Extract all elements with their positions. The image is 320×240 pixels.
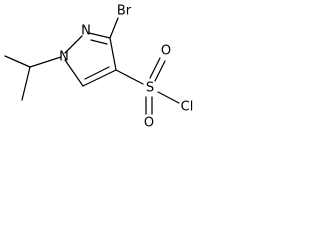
bond-n1-n2 bbox=[64, 35, 83, 54]
bond-c4-s bbox=[115, 69, 144, 85]
atom-label-cl: Cl bbox=[181, 100, 194, 115]
bond-lines bbox=[4, 17, 180, 115]
bond-c4-c5-second bbox=[84, 66, 110, 80]
atom-label-br: Br bbox=[117, 4, 132, 19]
bond-ch-ch3-down bbox=[21, 66, 31, 101]
bond-c3-br bbox=[109, 17, 119, 39]
bond-s-o-top bbox=[149, 57, 161, 79]
bond-n2-c3-second bbox=[90, 39, 108, 45]
chemical-structure-diagram: Br N N S O O Cl bbox=[4, 4, 193, 131]
bond-c5-n1 bbox=[64, 59, 84, 87]
atom-label-o-bottom: O bbox=[144, 116, 154, 131]
atom-label-n-ring-2: N bbox=[81, 24, 91, 39]
bond-n2-c3 bbox=[88, 32, 111, 39]
atom-label-o-top: O bbox=[161, 44, 171, 59]
atom-label-n-ring-1: N bbox=[59, 50, 69, 65]
bond-s-o-top-second bbox=[154, 60, 166, 82]
bond-ch-ch3-left bbox=[4, 55, 31, 68]
atom-label-s: S bbox=[146, 81, 154, 96]
bond-s-cl bbox=[157, 91, 180, 104]
bond-n1-ch bbox=[29, 56, 62, 68]
bond-c4-c5 bbox=[82, 69, 117, 87]
atom-labels: Br N N S O O Cl bbox=[59, 4, 193, 131]
bond-c3-c4 bbox=[109, 37, 117, 71]
